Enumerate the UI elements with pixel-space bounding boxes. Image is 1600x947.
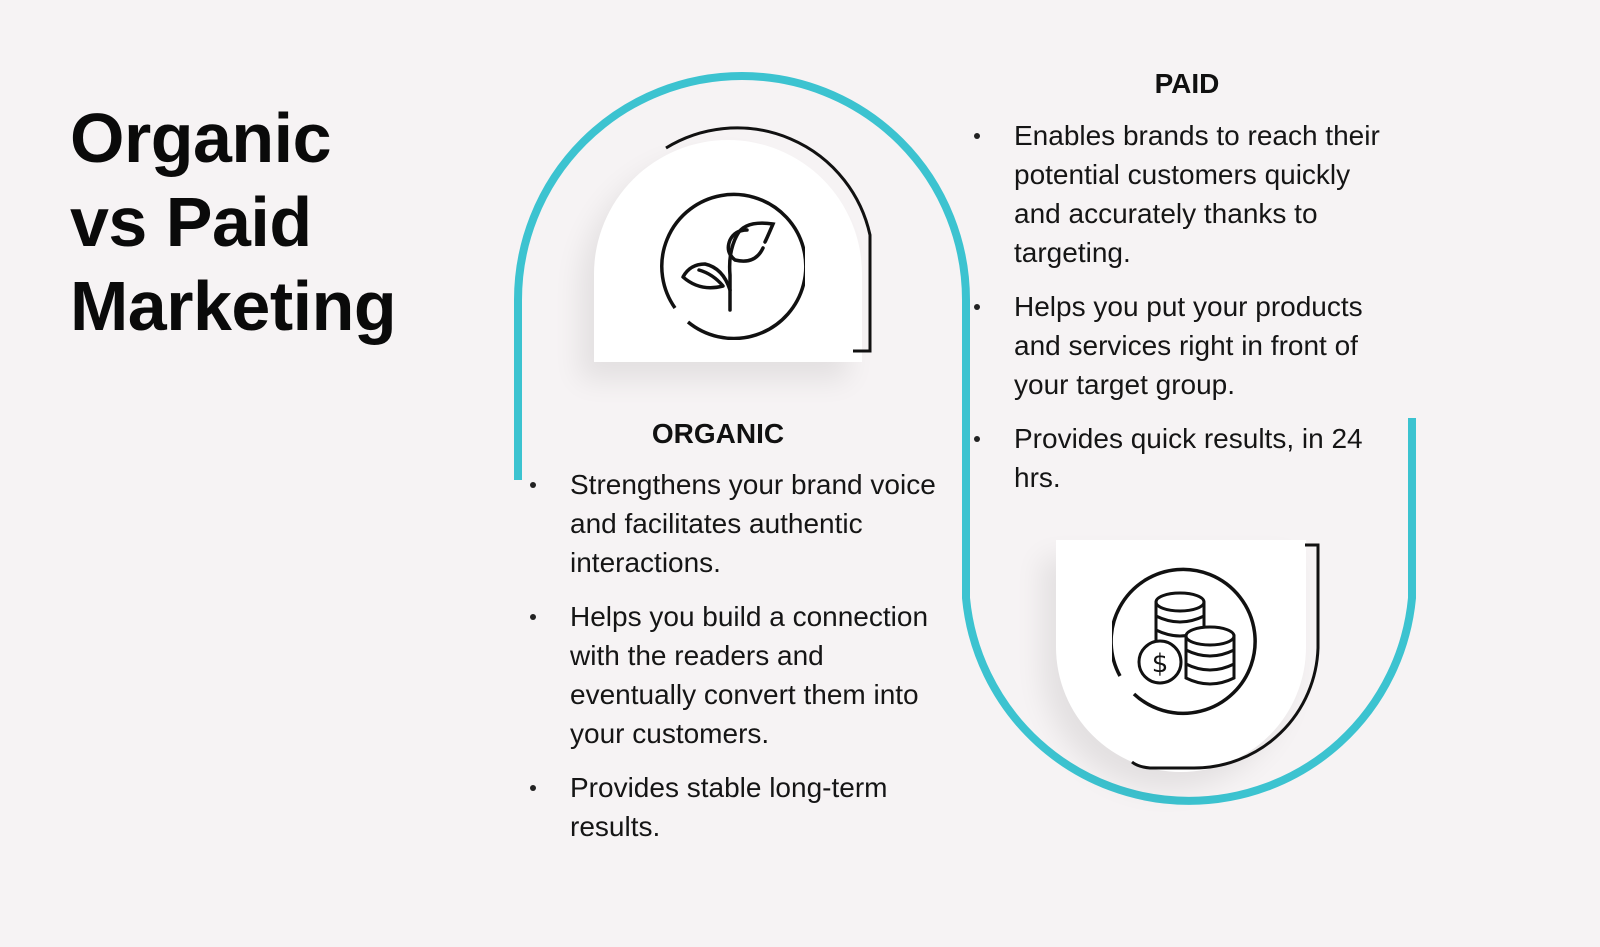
title-line-3: Marketing [70, 267, 397, 345]
list-item: Provides quick results, in 24 hrs. [970, 419, 1400, 497]
paid-points-list: Enables brands to reach their potential … [970, 116, 1400, 512]
list-item: Provides stable long-term results. [526, 768, 956, 846]
sprout-icon [660, 192, 805, 340]
list-item: Helps you put your products and services… [970, 287, 1400, 404]
page-title: Organic vs Paid Marketing [70, 96, 397, 348]
paid-heading: PAID [1154, 68, 1220, 99]
organic-points-list: Strengthens your brand voice and facilit… [526, 465, 956, 861]
title-line-1: Organic [70, 99, 332, 177]
list-item: Enables brands to reach their potential … [970, 116, 1400, 272]
organic-heading: ORGANIC [651, 418, 785, 449]
list-item: Strengthens your brand voice and facilit… [526, 465, 956, 582]
list-item: Helps you build a connection with the re… [526, 597, 956, 753]
coins-dollar-icon: $ [1112, 567, 1257, 716]
dollar-sign: $ [1152, 649, 1169, 679]
title-line-2: vs Paid [70, 183, 312, 261]
